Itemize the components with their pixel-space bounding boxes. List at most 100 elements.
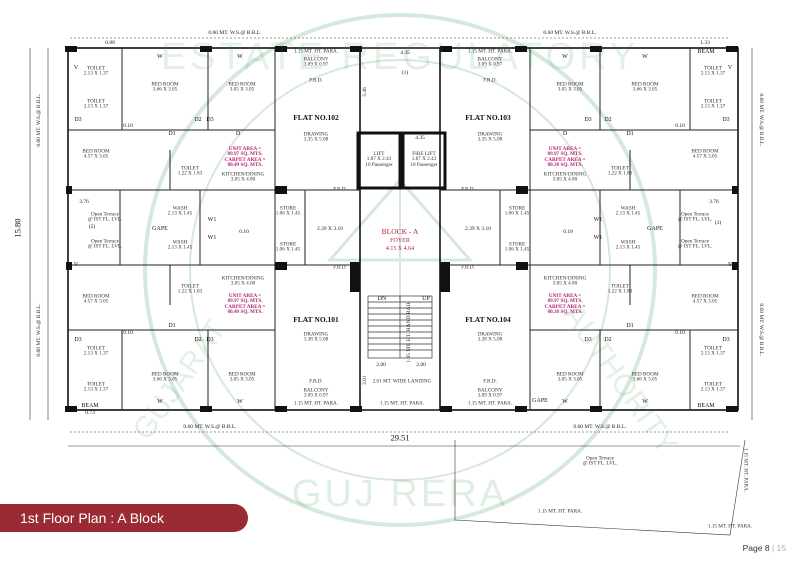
terrace-dim: 3.76 xyxy=(79,199,89,206)
watermark-top-text: ESTATE REGULATORY xyxy=(160,36,640,79)
terrace-parapet: 1.15 MT. HT. PARA. xyxy=(742,447,749,493)
door-label: D2 xyxy=(604,336,612,343)
overall-height: 15.80 xyxy=(12,218,23,238)
margin-top-right: 0.60 MT. W.S.@ B.B.L. xyxy=(543,30,597,37)
margin-bottom-right: 0.60 MT. W.S.@ B.B.L. xyxy=(573,424,627,431)
door-label: D3 xyxy=(74,336,82,343)
window-label: W xyxy=(642,398,648,405)
core-marker: (1) xyxy=(401,70,409,77)
door-label: D xyxy=(562,130,568,137)
page-label: Page 8 xyxy=(742,543,770,553)
door-label: D3 xyxy=(584,116,592,123)
frd-label: F.R.D. xyxy=(461,186,475,193)
window-label: W xyxy=(237,398,243,405)
gape-label: GAPE xyxy=(152,225,168,232)
handrail-label: 1.05 MT. HT. HAND RAIL xyxy=(406,301,413,363)
door-label: D3 xyxy=(722,336,730,343)
door-label: D xyxy=(235,130,241,137)
door-label: D2 xyxy=(194,336,202,343)
window-label: W1 xyxy=(207,216,217,223)
landing-dim-left: 2.00 xyxy=(376,362,386,369)
parapet-label: 1.15 MT. HT. PARA. xyxy=(293,400,339,407)
window-label: W xyxy=(642,53,648,60)
page-number: Page 8 | 15 xyxy=(743,543,786,553)
wall-dim: 0.10 xyxy=(675,330,685,337)
open-terrace-left: Open Terrace@ IST FL. LVL. xyxy=(87,238,123,250)
flat-101-title: FLAT NO.101 xyxy=(293,315,339,325)
flat-102-title: FLAT NO.102 xyxy=(293,113,339,123)
door-label: D1 xyxy=(168,322,176,329)
door-label: D1 xyxy=(626,130,634,137)
door-label: D1 xyxy=(626,322,634,329)
parapet-label: 1.15 MT. HT. PARA. xyxy=(293,48,339,55)
gap-dim: 1.33 xyxy=(700,40,710,47)
beam-label: BEAM xyxy=(81,402,99,409)
terrace-marker: (3) xyxy=(714,220,722,227)
core-top-dim: 4.35 xyxy=(400,50,410,57)
lobby-dim-left: 2.39 X 3.10 xyxy=(317,226,343,233)
margin-top-left: 0.60 MT. W.S.@ B.B.L. xyxy=(208,30,262,37)
overall-width: 29.51 xyxy=(390,432,410,443)
gape-label: GAPE xyxy=(532,397,548,404)
door-label: D3 xyxy=(584,336,592,343)
window-label: W1 xyxy=(207,234,217,241)
frd-label: F.R.D. xyxy=(309,378,323,385)
window-label: W xyxy=(157,398,163,405)
stair-up-label: UP xyxy=(422,295,430,302)
frd-label: F.R.D. xyxy=(461,264,475,271)
door-label: D3 xyxy=(74,116,82,123)
watermark-bottom-text: GUJ RERA xyxy=(291,473,509,516)
beam-label: BEAM xyxy=(697,402,715,409)
door-label: D3 xyxy=(206,116,214,123)
door-label: D3 xyxy=(722,116,730,123)
bottom-open-terrace: Open Terrace@ IST FL. LVL. xyxy=(582,455,618,467)
frd-label: F.R.D. xyxy=(483,378,497,385)
open-terrace-left: Open Terrace@ IST FL. LVL. xyxy=(87,211,123,223)
unit-area-103: UNIT AREA =89.97 SQ. MTS.CARPET AREA =80… xyxy=(544,146,586,169)
terrace-parapet: 1.15 MT. HT. PARA. xyxy=(707,523,753,530)
wall-dim: 0.10 xyxy=(675,123,685,130)
terrace-dim: 3.76 xyxy=(709,199,719,206)
frd-label: F.R.D. xyxy=(483,77,497,84)
vent-label: V xyxy=(73,261,79,268)
unit-area-104: UNIT AREA =89.97 SQ. MTS.CARPET AREA =80… xyxy=(544,293,586,316)
open-terrace-right: Open Terrace@ IST FL. LVL. xyxy=(677,238,713,250)
unit-area-101: UNIT AREA =89.97 SQ. MTS.CARPET AREA =80… xyxy=(224,293,266,316)
beam-dim: 0.73 xyxy=(85,410,95,417)
parapet-label: 1.15 MT. HT. PARA. xyxy=(467,48,513,55)
door-label: D3 xyxy=(206,336,214,343)
margin-left-upper: 0.60 MT. W.S.@ B.B.L. xyxy=(36,93,43,147)
